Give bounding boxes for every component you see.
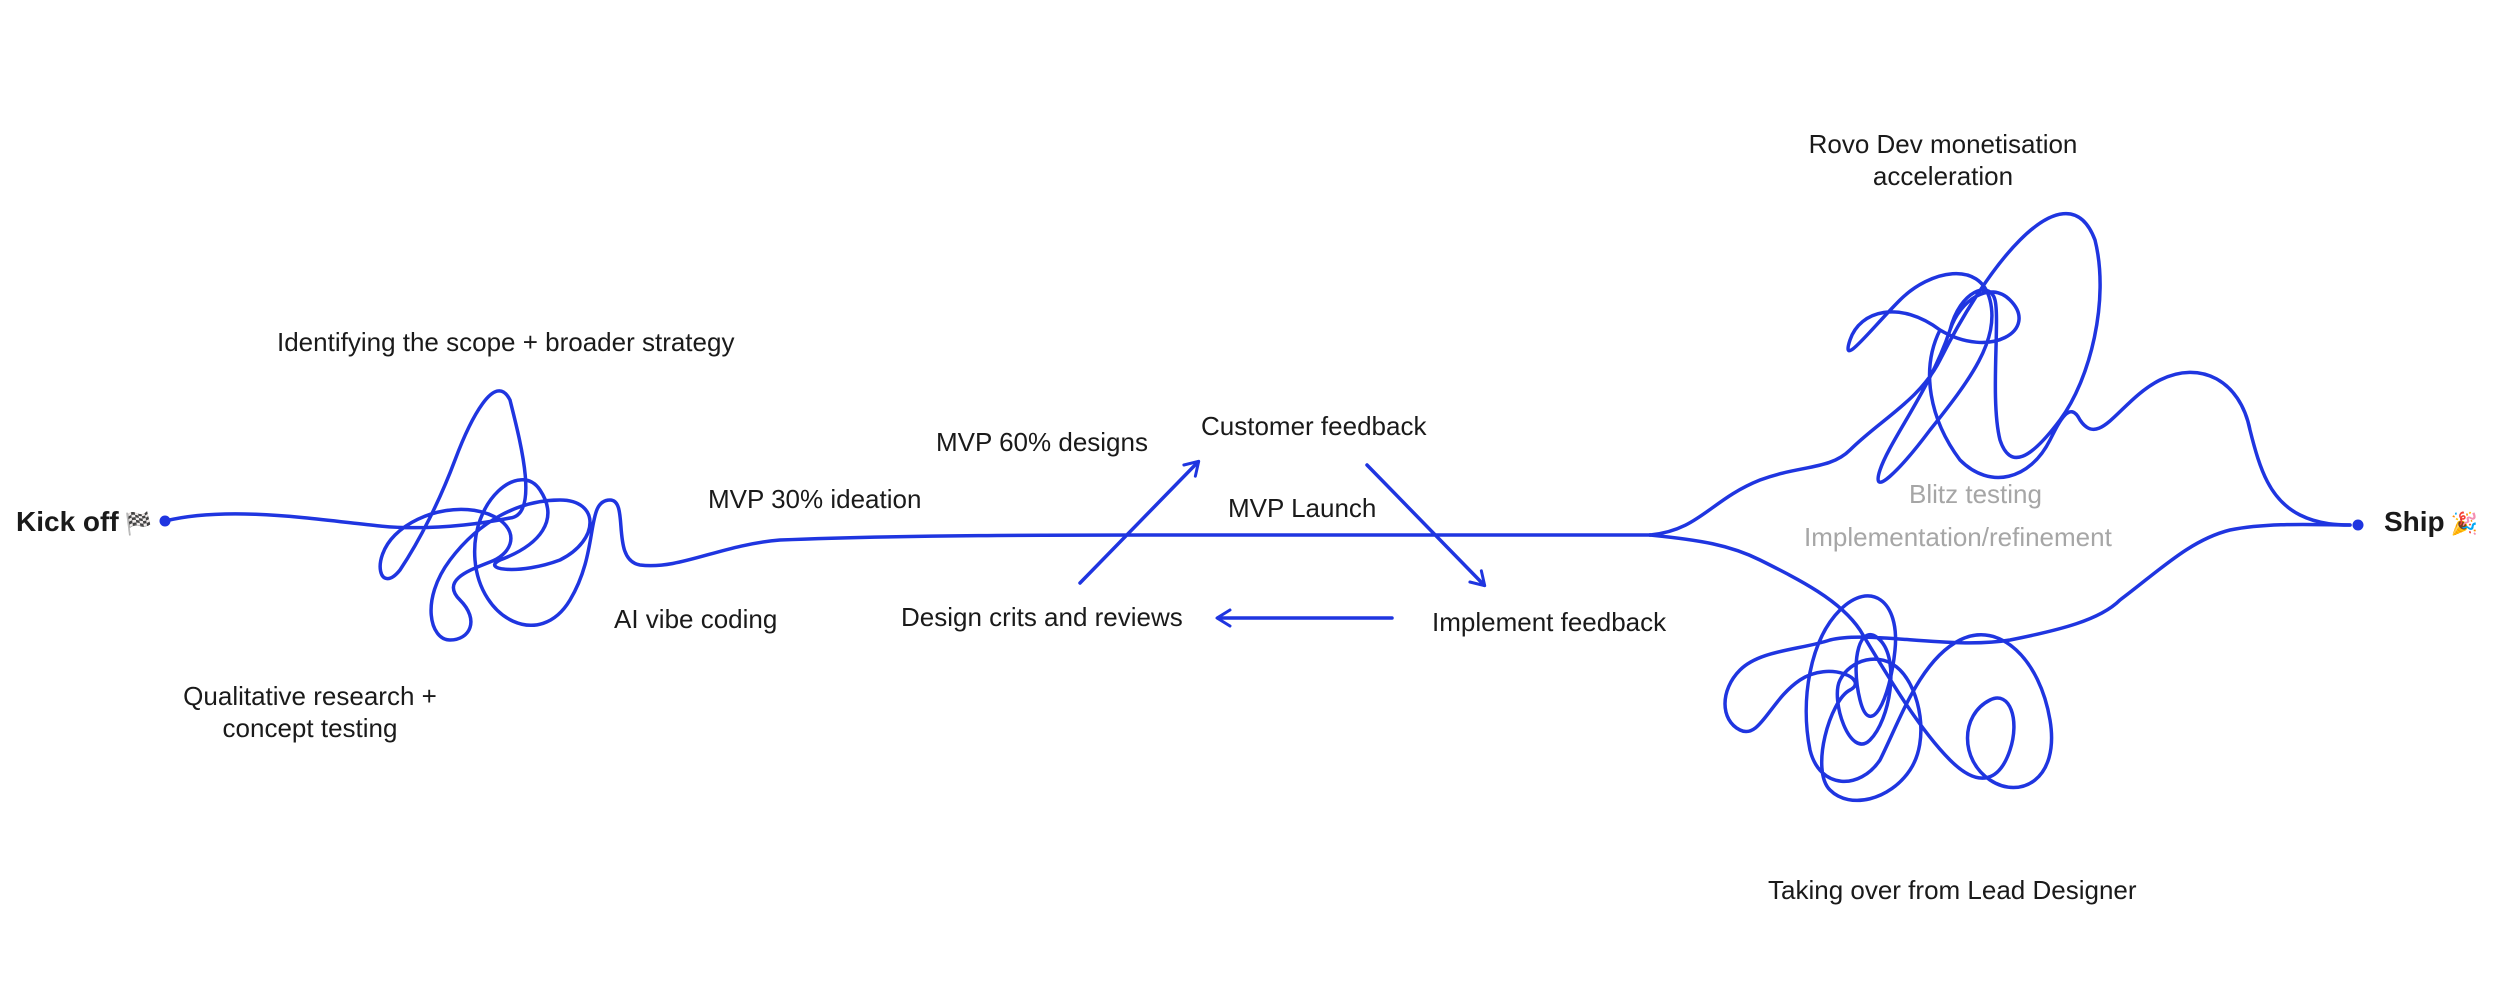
label-rovo-line2: acceleration [1872,161,2014,191]
start-dot [159,515,171,527]
label-rovo-dev: Rovo Dev monetisation acceleration [1809,128,2078,192]
label-ai-vibe-coding: AI vibe coding [614,604,778,634]
journey-path-start [163,389,1652,642]
label-research-line1: Qualitative research + [183,681,437,711]
label-rovo-line1: Rovo Dev monetisation [1808,129,2078,159]
label-mvp-launch: MVP Launch [1228,493,1377,523]
arrow-to-implement-feedback [1365,463,1487,588]
label-customer-feedback: Customer feedback [1201,411,1427,441]
kick-off-text: Kick off [16,506,119,537]
ship-text: Ship [2384,506,2445,537]
ship-label: Ship🎉 [2384,506,2478,541]
kick-off-label: Kick off🏁 [16,506,152,541]
journey-path-lower-tangle [1648,522,2352,803]
label-mvp-60: MVP 60% designs [936,427,1148,457]
arrow-to-customer-feedback [1078,459,1201,585]
label-blitz-testing: Blitz testing [1909,479,2042,509]
label-qualitative-research: Qualitative research + concept testing [183,680,437,744]
party-popper-icon: 🎉 [2450,512,2479,537]
label-research-line2: concept testing [222,713,398,743]
label-implement-feedback: Implement feedback [1432,607,1667,637]
end-dot [2352,519,2364,531]
label-scope-strategy: Identifying the scope + broader strategy [277,327,735,357]
journey-path-upper-tangle [1648,211,2352,537]
label-taking-over: Taking over from Lead Designer [1768,875,2137,905]
label-mvp-30: MVP 30% ideation [708,484,922,514]
label-implementation-refinement: Implementation/refinement [1804,522,2112,552]
chequered-flag-icon: 🏁 [124,512,153,537]
label-design-crits: Design crits and reviews [901,602,1183,632]
